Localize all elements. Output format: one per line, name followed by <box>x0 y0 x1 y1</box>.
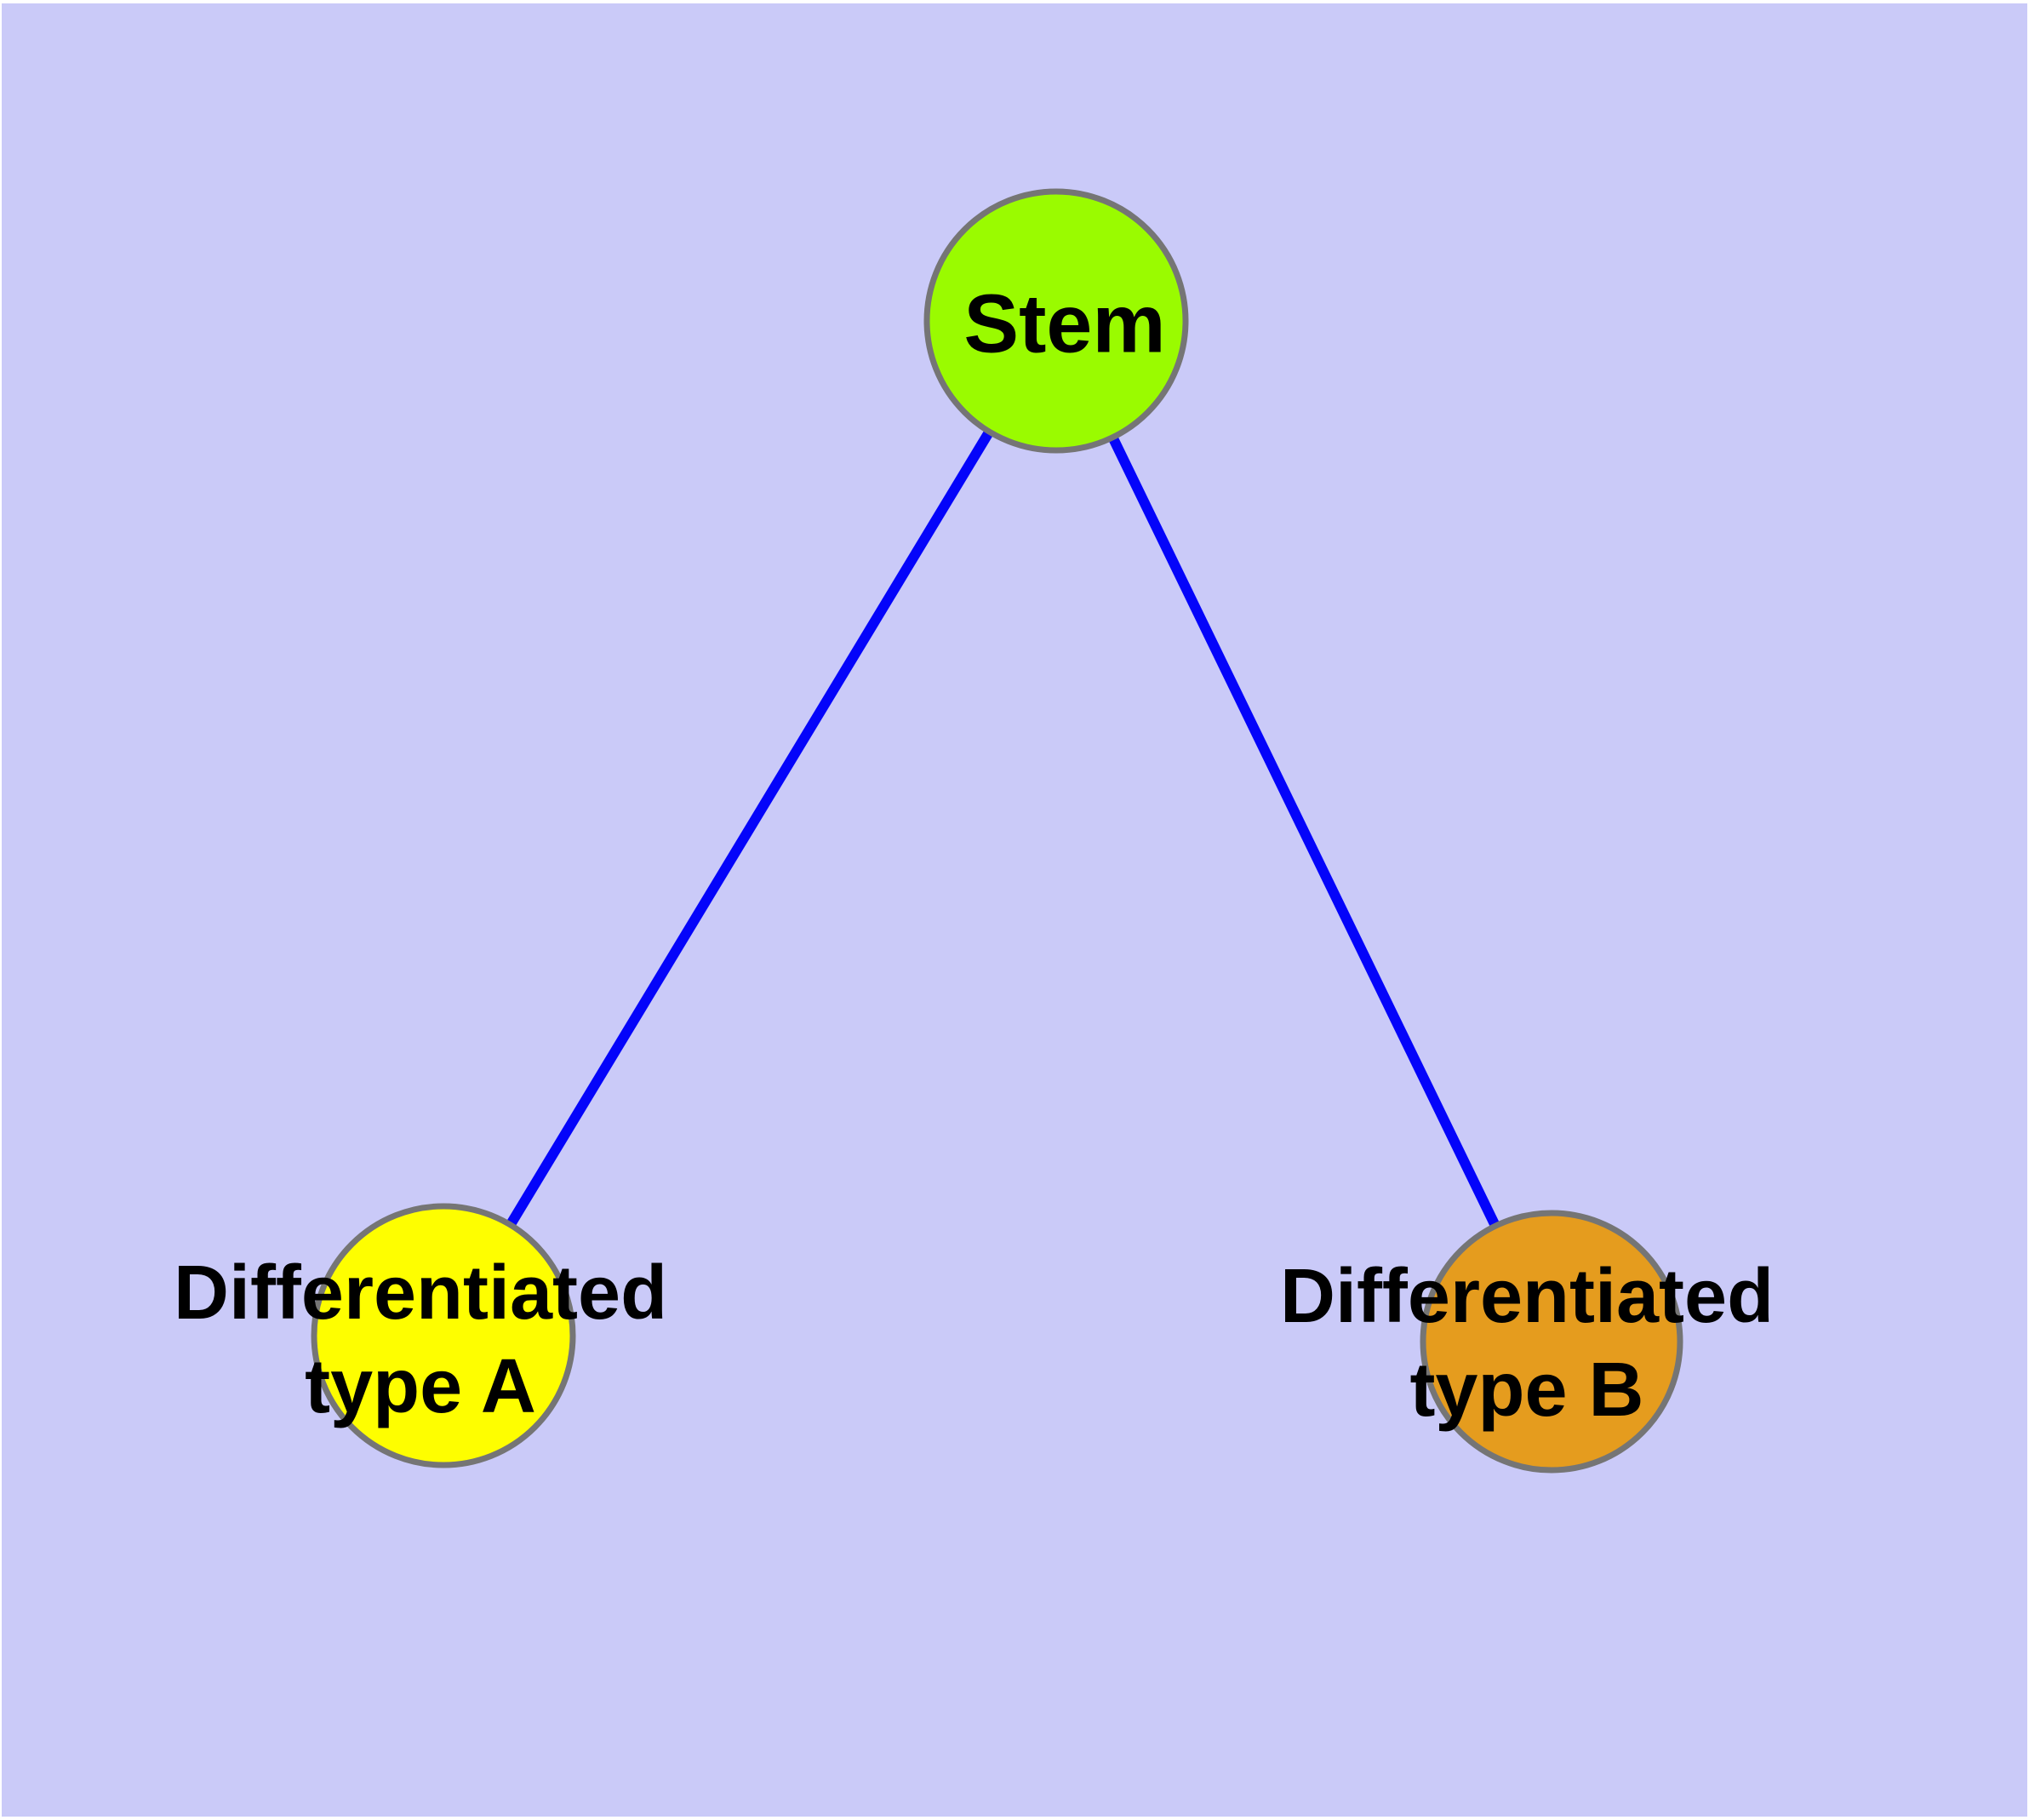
node-type-b-label: Differentiated type B <box>1280 1250 1774 1437</box>
diagram-canvas: Stem Differentiated type A Differentiate… <box>2 3 2027 1817</box>
node-type-b-label-line1: Differentiated <box>1279 1254 1775 1339</box>
node-stem-label: Stem <box>963 277 1166 370</box>
edge-stem-to-type-b <box>1051 318 1557 1344</box>
node-stem-circle <box>923 188 1189 454</box>
node-type-a-label-line1: Differentiated <box>173 1251 668 1336</box>
node-type-a-circle <box>311 1203 576 1468</box>
edge-stem-to-type-a <box>438 318 1061 1339</box>
node-type-b-circle <box>1420 1210 1683 1474</box>
node-type-a-label-line2: type A <box>305 1344 536 1429</box>
stem-cell-graph <box>311 188 1683 1474</box>
node-type-b-label-line2: type B <box>1409 1348 1644 1433</box>
node-type-a-label: Differentiated type A <box>174 1246 667 1434</box>
